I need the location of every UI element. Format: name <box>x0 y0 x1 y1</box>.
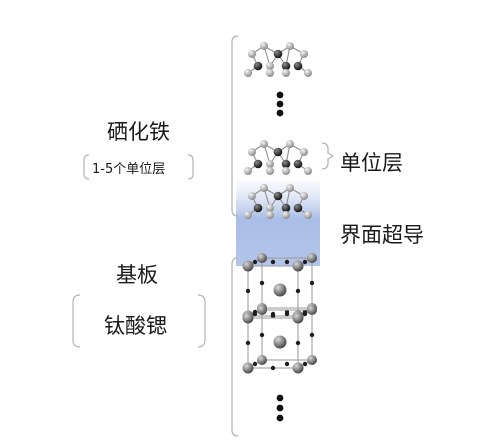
fese-layer-range-label: 1-5个单位层 <box>92 162 166 177</box>
fese-unit-layer-top <box>244 42 312 77</box>
sto-bracket-left <box>72 294 81 348</box>
interface-superconductivity-label: 界面超导 <box>340 223 424 247</box>
fese-unit-layer-middle <box>243 139 313 176</box>
fese-label: 硒化铁 <box>107 120 170 144</box>
srtio3-label: 钛酸锶 <box>104 314 167 338</box>
ellipsis-dots-lower <box>276 394 284 422</box>
ellipsis-dots-upper <box>276 91 284 117</box>
unit-layer-label: 单位层 <box>340 151 403 175</box>
fese-bracket <box>231 35 239 217</box>
srtio3-unit-cell-lower <box>242 304 318 374</box>
substrate-label: 基板 <box>116 263 158 287</box>
range-bracket-left <box>83 154 90 180</box>
sto-bracket-right <box>197 294 206 348</box>
range-bracket-right <box>187 154 194 180</box>
substrate-bracket <box>231 257 239 437</box>
unit-layer-bracket <box>321 142 335 170</box>
